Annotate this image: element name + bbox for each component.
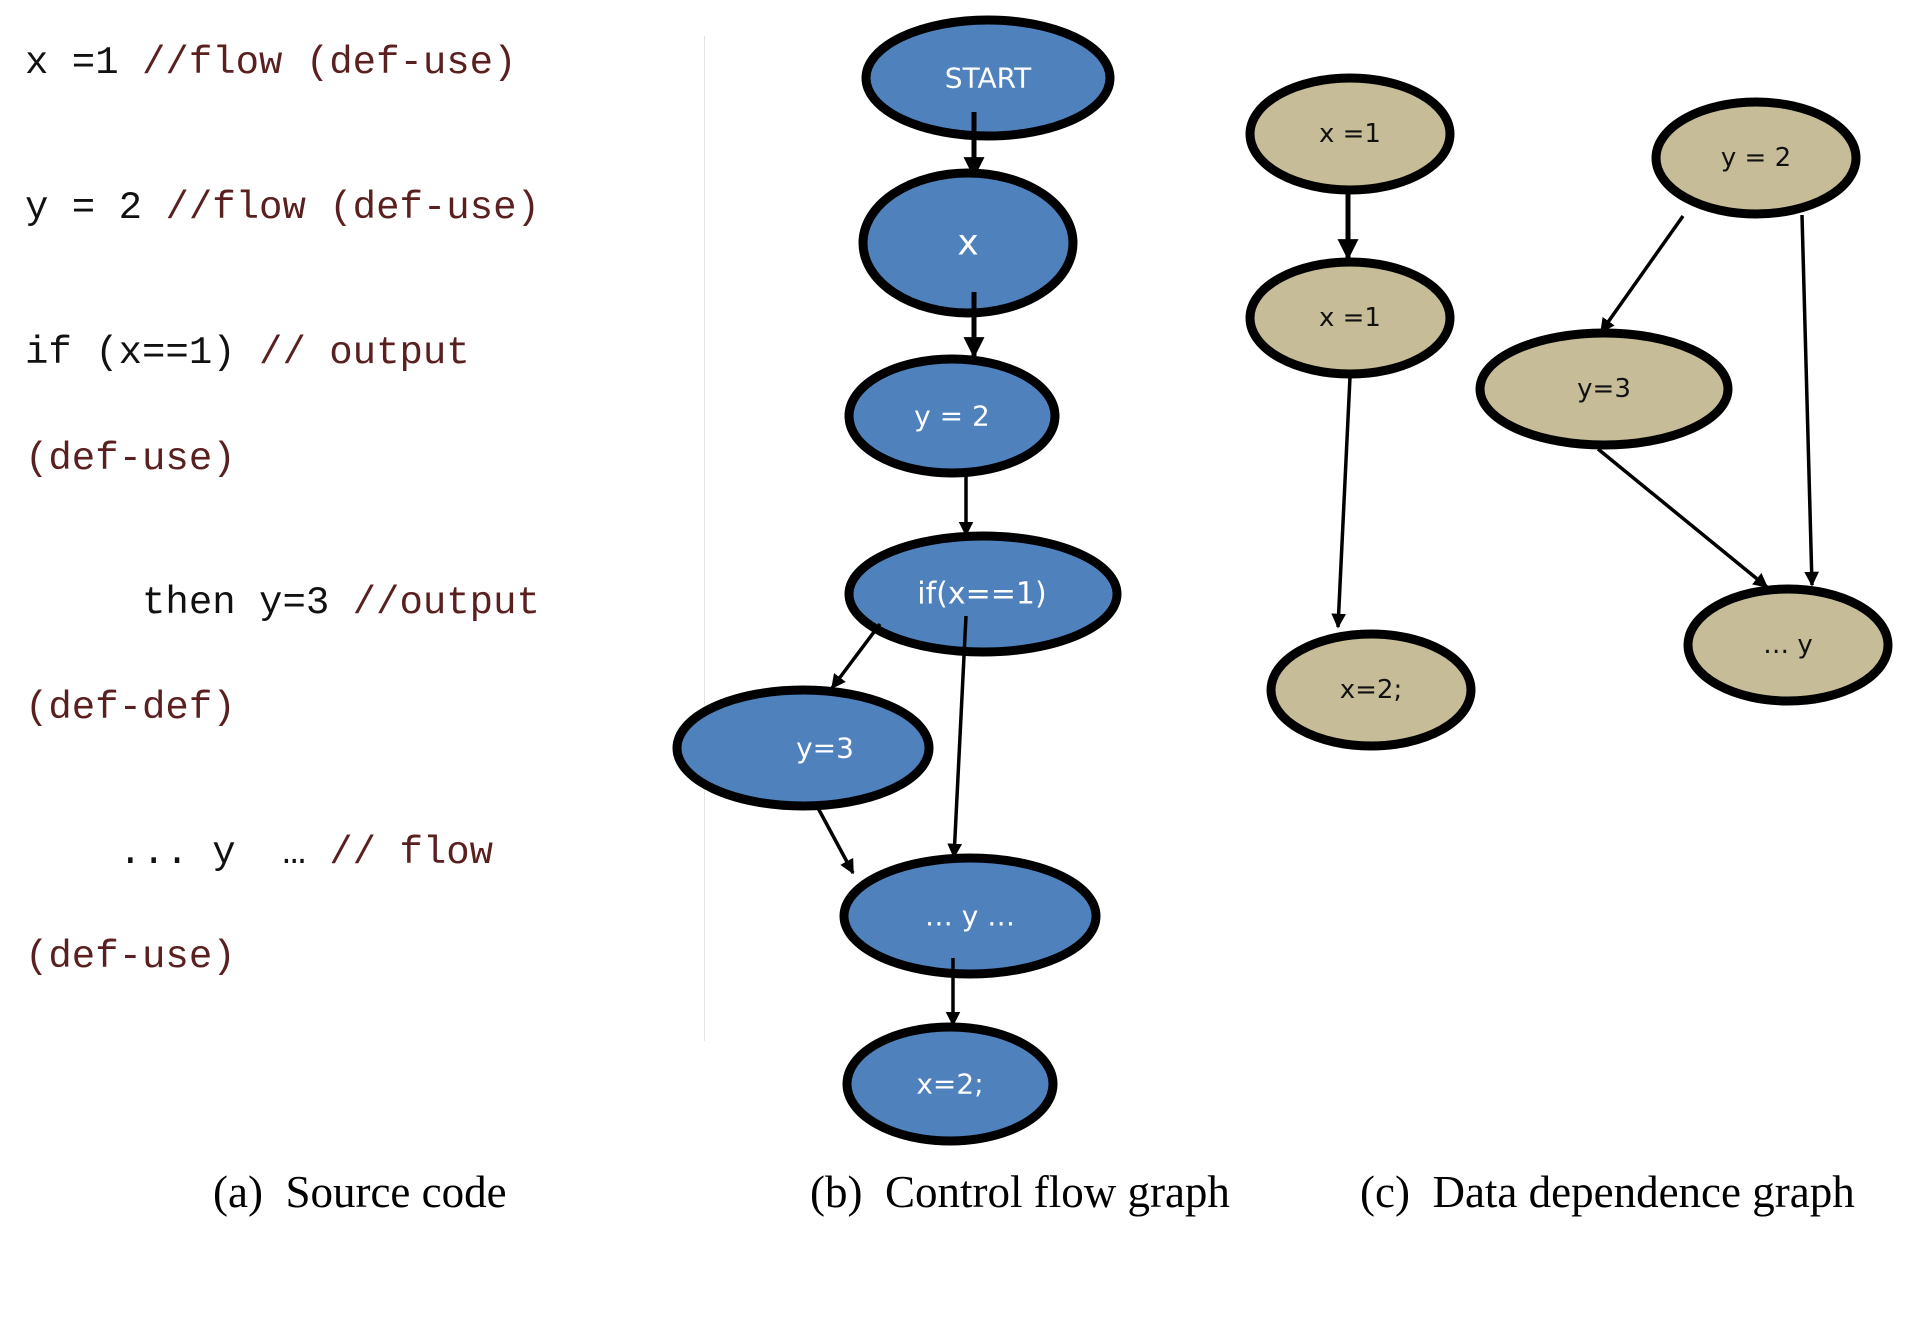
ddg-edge-y2-to-use_y	[1800, 214, 1819, 587]
code-comment: //flow (def-use)	[142, 41, 517, 85]
cfg-node-label: y=3	[796, 732, 854, 765]
code-comment: (def-def)	[25, 686, 236, 730]
code-line-5: then y=3 //output	[25, 584, 540, 623]
code-line-1: x =1 //flow (def-use)	[25, 44, 517, 83]
cfg-edge-if-to-y3	[830, 622, 882, 690]
cfg-node-x: x	[858, 168, 1078, 318]
code-comment: // flow	[329, 831, 494, 875]
panel-divider	[704, 36, 705, 1041]
ddg-node-label: … y	[1763, 630, 1813, 660]
ddg-node-label: x =1	[1319, 119, 1381, 149]
code-comment: (def-use)	[25, 935, 236, 979]
cfg-node-x2: x=2;	[842, 1022, 1058, 1146]
code-comment: //output	[352, 581, 540, 625]
ddg-node-y3: y=3	[1475, 328, 1733, 450]
code-comment: //flow (def-use)	[165, 186, 540, 230]
caption-source-code: (a) Source code	[213, 1167, 507, 1217]
control-flow-graph: START x y = 2 if(x==1) y=3 … y … x=2;	[672, 15, 1122, 1146]
data-dependence-graph: x =1 x =1 x=2; y = 2 y=3 … y	[1245, 73, 1893, 751]
ddg-node-y2: y = 2	[1651, 97, 1861, 219]
code-line-6: (def-def)	[25, 689, 236, 728]
ddg-node-label: y = 2	[1721, 143, 1791, 173]
code-line-8: (def-use)	[25, 938, 236, 977]
code-line-7: ... y … // flow	[25, 834, 493, 873]
cfg-node-shape	[844, 531, 1122, 657]
ddg-edge-y3-to-use_y	[1596, 447, 1769, 589]
ddg-edges	[1331, 193, 1819, 629]
ddg-node-x1a: x =1	[1245, 73, 1455, 195]
ddg-edge-y2-to-y3	[1599, 214, 1685, 334]
cfg-node-if: if(x==1)	[844, 531, 1122, 657]
code-text: x =1	[25, 41, 143, 85]
ddg-node-shape	[1245, 73, 1455, 195]
code-text: then y=3	[25, 581, 353, 625]
code-comment: (def-use)	[25, 437, 236, 481]
ddg-node-use_y: … y	[1683, 584, 1893, 706]
code-text: ... y …	[25, 831, 330, 875]
ddg-node-shape	[1266, 629, 1476, 751]
ddg-node-label: x =1	[1319, 303, 1381, 333]
ddg-node-label: y=3	[1577, 374, 1631, 404]
ddg-node-shape	[1651, 97, 1861, 219]
ddg-node-shape	[1683, 584, 1893, 706]
cfg-node-label: if(x==1)	[917, 577, 1046, 612]
cfg-edges	[816, 112, 985, 1027]
caption-control-flow-graph: (b) Control flow graph	[810, 1167, 1230, 1217]
cfg-node-shape	[842, 1022, 1058, 1146]
cfg-node-shape	[844, 354, 1060, 478]
code-comment: // output	[259, 331, 470, 375]
cfg-node-label: x=2;	[916, 1068, 983, 1101]
ddg-node-shape	[1245, 257, 1455, 379]
code-text: if (x==1)	[25, 331, 260, 375]
cfg-node-shape	[839, 853, 1101, 979]
ddg-node-x2: x=2;	[1266, 629, 1476, 751]
cfg-node-use_y: … y …	[839, 853, 1101, 979]
caption-data-dependence-graph: (c) Data dependence graph	[1360, 1167, 1855, 1217]
cfg-node-label: x	[957, 223, 978, 264]
cfg-node-shape	[672, 685, 934, 811]
code-text: y = 2	[25, 186, 166, 230]
cfg-node-y2: y = 2	[844, 354, 1060, 478]
ddg-edge-x1b-to-x2	[1331, 376, 1352, 629]
cfg-node-shape	[861, 15, 1115, 141]
cfg-node-label: … y …	[925, 900, 1015, 933]
code-line-4: (def-use)	[25, 440, 236, 479]
ddg-node-x1b: x =1	[1245, 257, 1455, 379]
cfg-node-label: y = 2	[914, 400, 990, 433]
code-line-3: if (x==1) // output	[25, 334, 470, 373]
cfg-node-label: START	[945, 62, 1032, 95]
cfg-node-y3: y=3	[672, 685, 934, 811]
cfg-edge-if-to-use_y	[947, 615, 968, 859]
cfg-node-start: START	[861, 15, 1115, 141]
code-line-2: y = 2 //flow (def-use)	[25, 189, 540, 228]
ddg-node-label: x=2;	[1340, 675, 1402, 705]
cfg-edge-y3-to-use_y	[816, 807, 855, 875]
